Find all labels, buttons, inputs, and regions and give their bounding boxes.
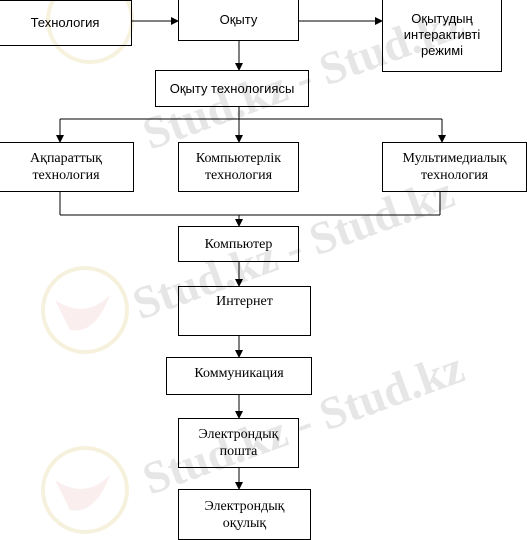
node-teaching-technology: Оқыту технологиясы — [155, 70, 309, 107]
node-interactive-mode-line: интерактивті — [403, 27, 481, 42]
node-computer: Компьютер — [178, 226, 299, 262]
node-communication: Коммуникация — [166, 357, 312, 395]
node-internet-label: Интернет — [216, 294, 273, 309]
node-information-technology: Ақпараттық технология — [0, 142, 134, 192]
node-etextbook-line: оқулық — [222, 515, 267, 531]
node-information-technology-line: технология — [32, 168, 100, 183]
node-information-technology-line: Ақпараттық — [30, 151, 102, 166]
node-etextbook-line: Электрондық — [204, 498, 285, 514]
node-email: Электрондық пошта — [178, 418, 299, 468]
node-interactive-mode-line: Оқытудың — [411, 11, 473, 26]
node-multimedia-technology-line: технология — [420, 168, 489, 183]
node-teaching-technology-label: Оқыту технологиясы — [169, 80, 295, 96]
node-technology-label: Технология — [30, 15, 100, 30]
node-multimedia-technology: Мультимедиалық технология — [382, 142, 527, 192]
node-computer-technology-line: технология — [204, 168, 273, 183]
node-email-line: пошта — [219, 444, 258, 459]
node-etextbook: Электрондық оқулық — [178, 489, 311, 540]
node-computer-technology: Компьютерлік технология — [178, 142, 299, 192]
node-email-line: Электрондық — [198, 427, 279, 442]
node-multimedia-technology-line: Мультимедиалық — [402, 151, 507, 166]
node-interactive-mode: Оқытудың интерактивті режимі — [382, 0, 502, 72]
node-computer-label: Компьютер — [204, 236, 273, 252]
node-teaching: Оқыту — [178, 0, 299, 41]
node-computer-technology-line: Компьютерлік — [195, 151, 282, 166]
node-internet: Интернет — [178, 286, 311, 336]
node-interactive-mode-line: режимі — [420, 43, 464, 58]
node-communication-label: Коммуникация — [194, 366, 284, 381]
node-teaching-label: Оқыту — [219, 11, 258, 27]
node-technology: Технология — [0, 0, 132, 46]
